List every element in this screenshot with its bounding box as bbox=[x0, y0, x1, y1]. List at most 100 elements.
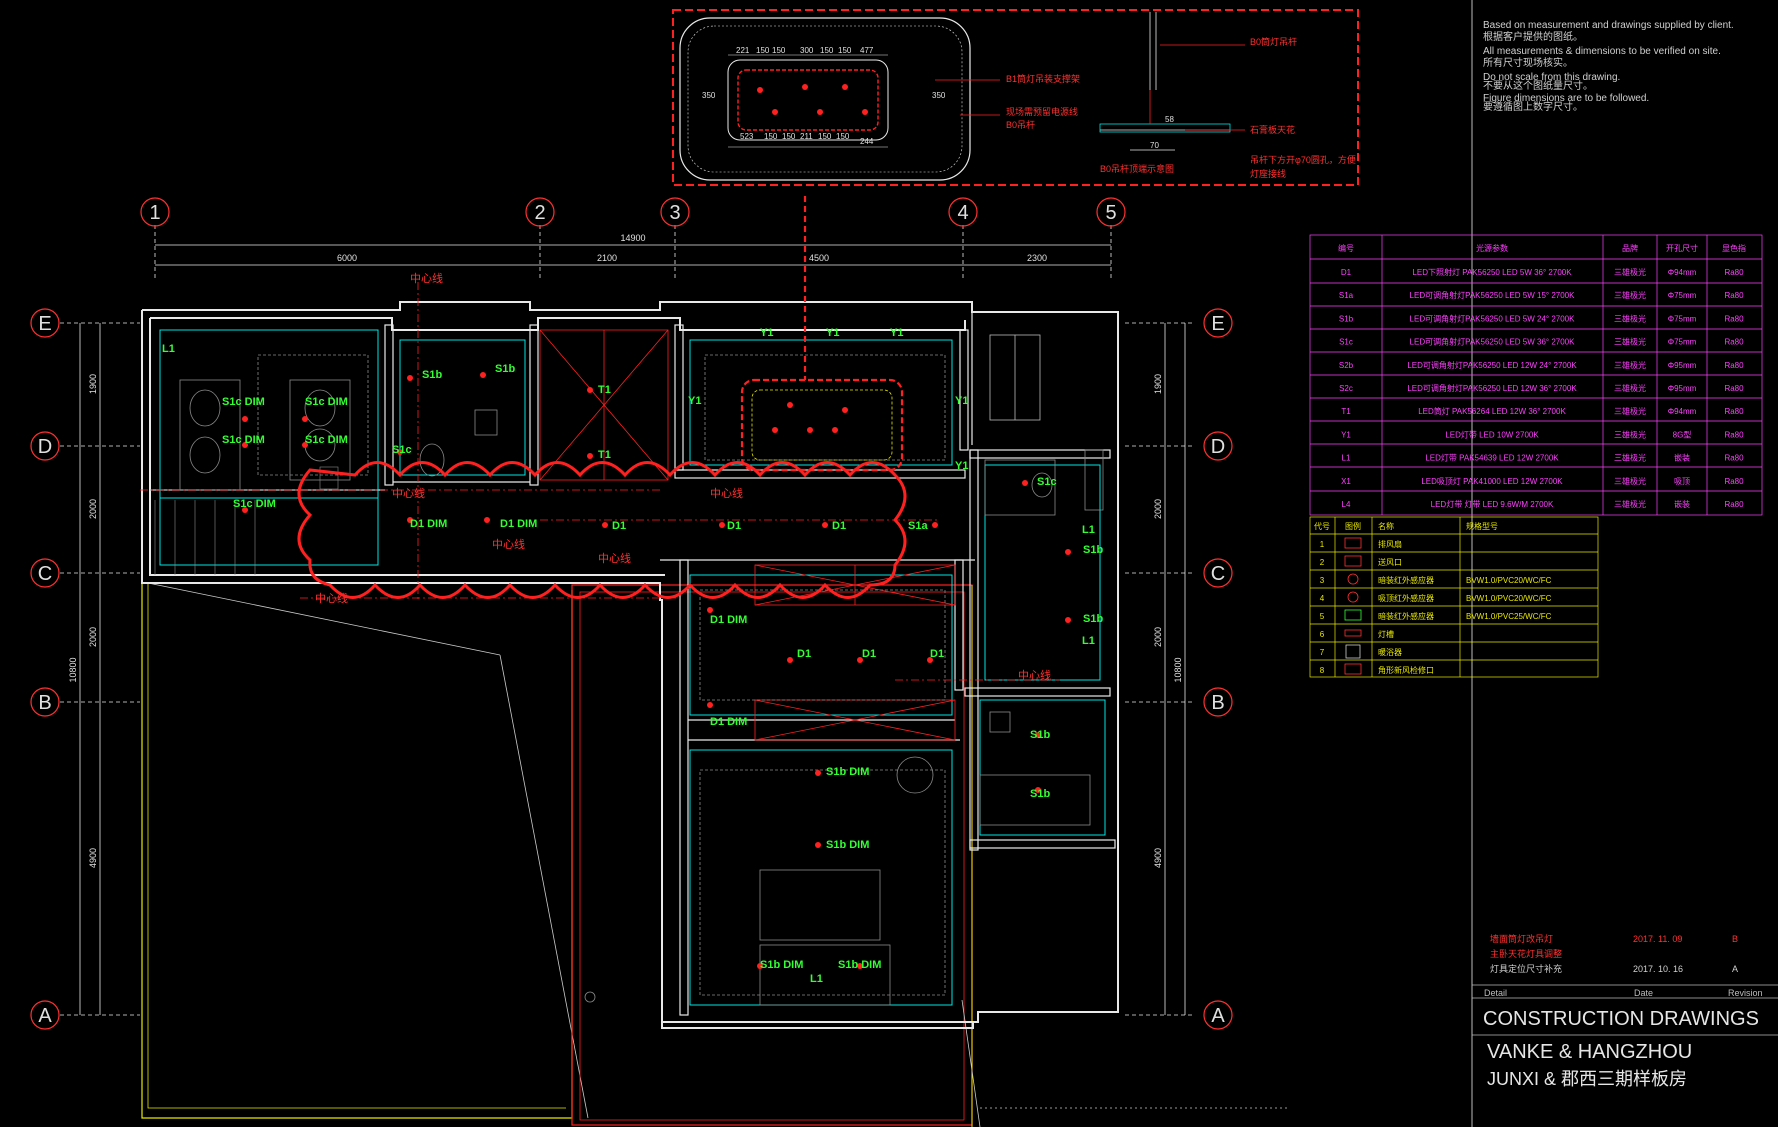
legend-cell: LED可调角射灯PAK56250 LED 5W 15° 2700K bbox=[1410, 290, 1576, 300]
light-label: Y1 bbox=[955, 460, 968, 472]
dim-total-width: 14900 bbox=[620, 233, 645, 243]
detail-dim-top: 477 bbox=[860, 46, 874, 55]
note-line: 根据客户提供的图纸。 bbox=[1483, 30, 1583, 43]
project-line-1: VANKE & HANGZHOU bbox=[1487, 1041, 1692, 1063]
symbol-header: 代号 bbox=[1314, 521, 1330, 531]
legend-cell: Φ75mm bbox=[1668, 338, 1697, 347]
grid-row-a-right: A bbox=[1211, 1005, 1225, 1027]
legend-cell: Φ75mm bbox=[1668, 314, 1697, 323]
legend-cell: Ra80 bbox=[1724, 454, 1744, 463]
legend-cell: X1 bbox=[1341, 477, 1351, 486]
detail-callout: B1筒灯吊装支撑架 bbox=[1006, 73, 1080, 84]
revision-header: Revision bbox=[1728, 988, 1763, 998]
light-label: D1 DIM bbox=[710, 716, 747, 728]
revision-date: 2017. 10. 16 bbox=[1633, 964, 1683, 974]
light-label: D1 DIM bbox=[710, 614, 747, 626]
legend-cell: Ra80 bbox=[1724, 361, 1744, 370]
dim-total-height-left: 10800 bbox=[68, 657, 78, 682]
symbol-header: 图例 bbox=[1345, 521, 1361, 531]
dim-row-span-right-1: 1900 bbox=[1153, 374, 1163, 394]
symbol-cell: 暗装红外感应器 bbox=[1378, 611, 1434, 621]
symbol-cell: 7 bbox=[1320, 648, 1325, 657]
legend-cell: Φ95mm bbox=[1668, 384, 1697, 393]
grid-row-c-right: C bbox=[1211, 563, 1225, 585]
grid-axes: 1 2 3 4 5 E D C B A E D C B A bbox=[30, 197, 1233, 1030]
centerline-label-5: 中心线 bbox=[598, 551, 631, 565]
light-label: S1b bbox=[495, 363, 515, 375]
symbol-cell: 8 bbox=[1320, 666, 1325, 675]
revision-header: Date bbox=[1634, 988, 1653, 998]
legend-cell: 三雄极光 bbox=[1614, 267, 1646, 277]
dim-total-height-right: 10800 bbox=[1173, 657, 1183, 682]
centerline-label-7: 中心线 bbox=[1018, 668, 1051, 682]
detail-dim-bottom: 244 bbox=[860, 137, 874, 146]
symbol-header: 规格型号 bbox=[1466, 521, 1498, 531]
light-label: T1 bbox=[598, 384, 611, 396]
legend-header: 光源参数 bbox=[1476, 243, 1508, 253]
dim-row-span-left-1: 1900 bbox=[88, 374, 98, 394]
legend-header: 品牌 bbox=[1622, 243, 1638, 253]
detail-dim-bottom: 150 bbox=[782, 132, 796, 141]
detail-dim-top: 150 bbox=[772, 46, 786, 55]
legend-cell: S1b bbox=[1339, 314, 1354, 323]
light-label: D1 bbox=[797, 648, 811, 660]
legend-cell: Y1 bbox=[1341, 430, 1351, 439]
detail-small-dim: 58 bbox=[1165, 115, 1174, 124]
light-label: S1b DIM bbox=[760, 959, 803, 971]
legend-cell: Ra80 bbox=[1724, 314, 1744, 323]
dim-span-3: 4500 bbox=[809, 253, 829, 263]
detail-callout: B0吊杆 bbox=[1006, 119, 1035, 130]
legend-cell: Ra80 bbox=[1724, 477, 1744, 486]
legend-cell: Ra80 bbox=[1724, 268, 1744, 277]
wardrobe-hatch bbox=[539, 329, 956, 741]
legend-cell: S1c bbox=[1339, 338, 1353, 347]
symbol-cell: 排风扇 bbox=[1378, 539, 1402, 549]
light-label: S1b DIM bbox=[826, 766, 869, 778]
light-label: S1b bbox=[1083, 544, 1103, 556]
hanger-rod-detail bbox=[935, 12, 1245, 151]
symbol-cell: 4 bbox=[1320, 594, 1325, 603]
detail-small-dim: 70 bbox=[1150, 141, 1159, 150]
general-notes: Based on measurement and drawings suppli… bbox=[1483, 20, 1734, 113]
grid-row-a-left: A bbox=[38, 1005, 52, 1027]
light-label: T1 bbox=[598, 449, 611, 461]
symbol-icons bbox=[1344, 537, 1362, 675]
legend-cell: LED可调角射灯PAK56250 LED 5W 24° 2700K bbox=[1410, 313, 1576, 323]
grid-row-b-left: B bbox=[38, 692, 51, 714]
detail-side-dim: 350 bbox=[932, 91, 946, 100]
light-label: D1 DIM bbox=[500, 518, 537, 530]
revision-code: B bbox=[1732, 934, 1738, 944]
dim-row-span-left-2: 2000 bbox=[88, 499, 98, 519]
detail-callout: B0吊杆顶端示意图 bbox=[1100, 163, 1174, 174]
light-label: Y1 bbox=[760, 327, 773, 339]
grid-row-b-right: B bbox=[1211, 692, 1224, 714]
revision-code: A bbox=[1732, 964, 1738, 974]
grid-row-c-left: C bbox=[38, 563, 52, 585]
light-label: L1 bbox=[1082, 524, 1095, 536]
legend-cell: LED灯带 PAK54639 LED 12W 2700K bbox=[1425, 453, 1559, 463]
symbol-cell: BVW1.0/PVC25/WC/FC bbox=[1466, 612, 1552, 621]
light-label: S1c bbox=[1037, 476, 1057, 488]
legend-cell: S2c bbox=[1339, 384, 1353, 393]
centerline-label-1: 中心线 bbox=[410, 271, 443, 285]
detail-dim-top: 300 bbox=[800, 46, 814, 55]
detail-dim-bottom: 150 bbox=[818, 132, 832, 141]
detail-callout: 灯座接线 bbox=[1250, 168, 1286, 179]
grid-row-e-right: E bbox=[1211, 313, 1224, 335]
grid-col-2: 2 bbox=[534, 202, 545, 224]
detail-callout: 现场需预留电源线 bbox=[1006, 106, 1078, 117]
light-label: S1b bbox=[1030, 729, 1050, 741]
legend-cell: 三雄极光 bbox=[1614, 383, 1646, 393]
light-label: D1 bbox=[612, 520, 626, 532]
legend-cell: 三雄极光 bbox=[1614, 290, 1646, 300]
legend-cell: LED可调角射灯PAK56250 LED 12W 36° 2700K bbox=[1407, 383, 1577, 393]
light-label: S1c DIM bbox=[222, 396, 265, 408]
legend-cell: LED下照射灯 PAK56250 LED 5W 36° 2700K bbox=[1412, 267, 1572, 277]
light-label: D1 bbox=[862, 648, 876, 660]
grid-col-4: 4 bbox=[957, 202, 968, 224]
centerline-label-2: 中心线 bbox=[392, 486, 425, 500]
legend-cell: 三雄极光 bbox=[1614, 406, 1646, 416]
detail-dim-bottom: 211 bbox=[800, 132, 813, 141]
